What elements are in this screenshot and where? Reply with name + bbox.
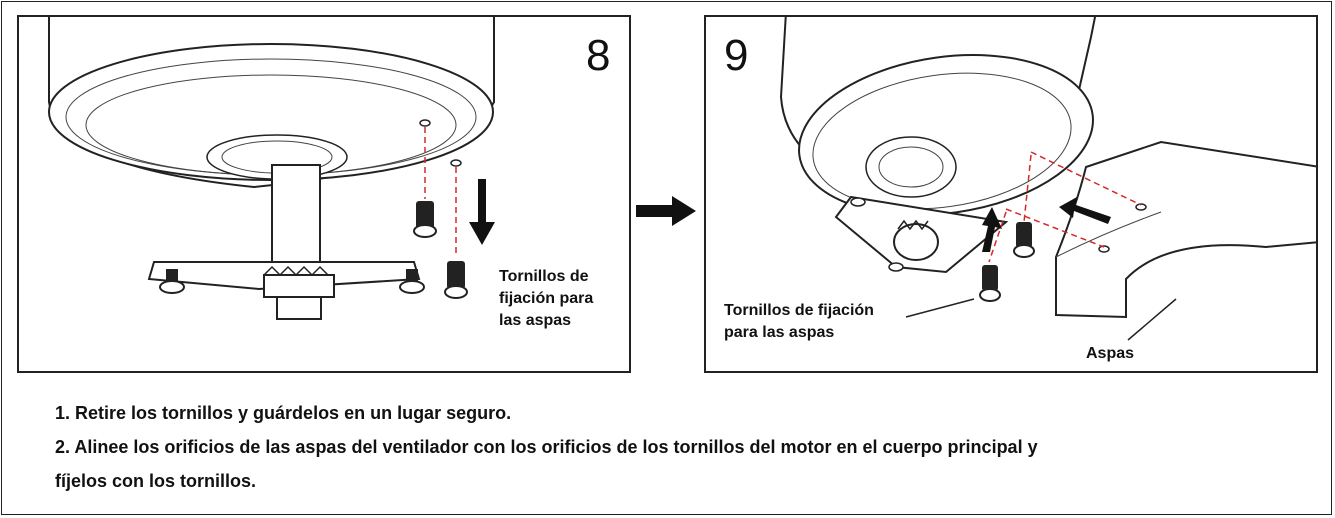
motor-illustration-step-8 (48, 17, 495, 320)
step-number: 8 (586, 31, 611, 80)
right-arrow-icon (636, 196, 696, 226)
instruction-line: 1. Retire los tornillos y guárdelos en u… (55, 403, 512, 423)
step-9-panel: 9 Tornillos de fijación para las aspas A… (704, 15, 1318, 373)
callout-line: las aspas (499, 312, 572, 329)
blade-attach-illustration-step-9 (779, 17, 1316, 341)
instructions: 1. Retire los tornillos y guárdelos en u… (55, 396, 1295, 498)
blade-screws-callout: Tornillos de fijación para las aspas (724, 300, 874, 344)
callout-line: para las aspas (724, 324, 835, 341)
callout-line: Tornillos de (499, 268, 589, 285)
step-number: 9 (724, 31, 749, 80)
blade-screws-callout: Tornillos de fijación para las aspas (499, 266, 593, 332)
blade-callout: Aspas (1086, 345, 1135, 362)
instruction-line: fíjelos con los tornillos. (55, 471, 257, 491)
step-8-panel: 8 Tornillos de fijación para las aspas (17, 15, 631, 373)
callout-line: Tornillos de fijación (724, 302, 874, 319)
instruction-line: 2. Alinee los orificios de las aspas del… (55, 437, 1038, 457)
callout-line: fijación para (499, 290, 594, 307)
